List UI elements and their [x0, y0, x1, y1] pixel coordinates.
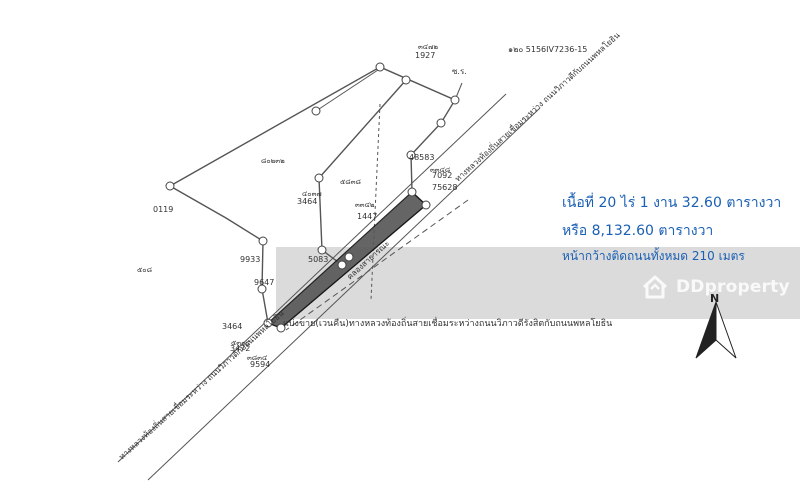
label-48583: 48583	[409, 153, 434, 162]
label-9647: 9647	[254, 278, 274, 287]
label-1447: 1447	[357, 212, 377, 221]
label-75628: 75628	[432, 183, 457, 192]
label-0119: 0119	[153, 205, 173, 214]
road-dashed	[285, 199, 469, 331]
area-text-line-2: หรือ 8,132.60 ตารางวา	[562, 223, 714, 239]
label-3464-a: 3464	[297, 197, 317, 206]
road-line-2	[147, 107, 541, 481]
parcel-label-5: ๓๘๓๔	[247, 354, 267, 362]
inner-line-2	[315, 67, 382, 112]
parcel-label-6: ๔๐๓๗	[302, 190, 322, 198]
label-3464-b: 3464	[222, 322, 242, 331]
parcel-label-9: ๓๓๔๘	[430, 166, 450, 174]
north-arrow: N	[695, 292, 737, 359]
road-label-bottom: ทางหลวงท้องถิ่นสายเชื่อมระหว่าง ถนนวิภาว…	[116, 307, 286, 462]
parcel-label-4: ๕๓๐๔	[231, 339, 251, 347]
frontage-text: หน้ากว้างติดถนนทั้งหมด 210 เมตร	[562, 249, 745, 263]
watermark: DDproperty	[640, 273, 790, 301]
label-sr: ซ.ร.	[452, 67, 467, 76]
label-5083: 5083	[308, 255, 328, 264]
label-3472: 3472	[230, 344, 250, 353]
ref-number: ๑๒๐ 5156IV7236-15	[508, 45, 587, 54]
division-label: แบ่งขาย(เวนคืน)ทางหลวงท้องถิ่นสายเชื่อมร…	[283, 316, 612, 329]
label-1927: 1927	[415, 51, 435, 60]
parcel-label-2: ๘๐๒๓๒	[261, 157, 285, 165]
parcel-label-3: ๕๘๓๘	[340, 178, 361, 186]
watermark-text: DDproperty	[676, 277, 790, 297]
parcel-label-8: ๓๓๔๒	[355, 201, 375, 209]
area-text-line-1: เนื้อที่ 20 ไร่ 1 งาน 32.60 ตารางวา	[562, 195, 782, 211]
label-9594: 9594	[250, 360, 270, 369]
north-label: N	[710, 292, 719, 305]
label-9933: 9933	[240, 255, 260, 264]
boundary-markers	[165, 62, 460, 333]
road-line-1	[117, 93, 507, 463]
parcel-label-1: ๕๐๘	[137, 266, 152, 274]
label-7092: 7092	[432, 171, 452, 180]
inner-division	[318, 79, 407, 266]
parcel-label-7: ๓๔๗๒	[418, 43, 438, 51]
house-logo-icon	[642, 275, 668, 299]
